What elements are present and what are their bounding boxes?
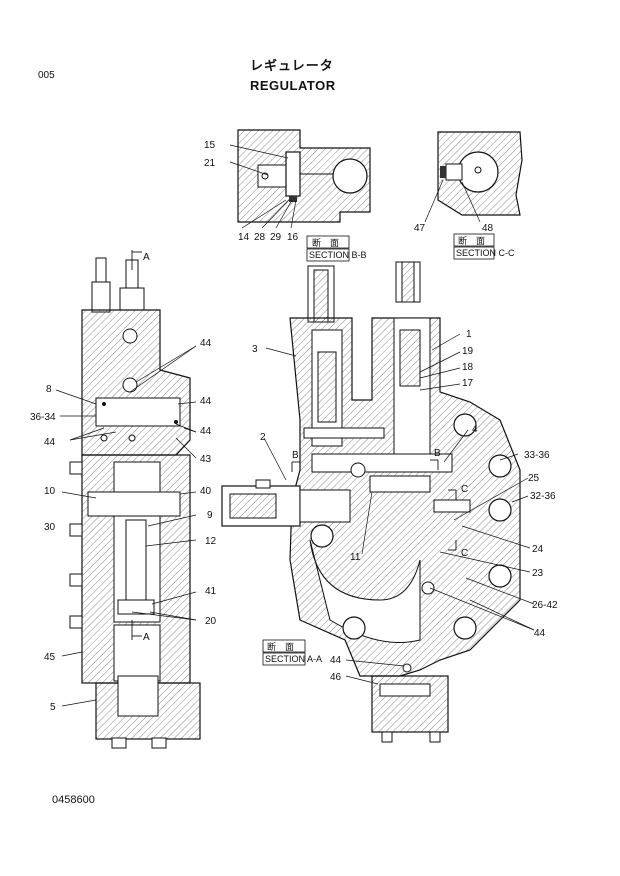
title-japanese: レギュレータ [250,58,334,73]
callout-14: 14 [238,232,250,243]
document-number: 0458600 [52,794,95,806]
callout-20: 20 [205,616,217,627]
section-bb-jp: 断 面 [312,237,339,248]
callout-44-b: 44 [200,396,212,407]
callout-21: 21 [204,158,216,169]
section-bb-leaders [229,144,297,229]
callout-10: 10 [44,486,56,497]
section-bb-view [237,129,371,223]
right-view [221,261,521,743]
callout-17: 17 [462,378,474,389]
right-view-leaders [263,333,535,685]
callout-9: 9 [207,510,213,521]
left-view-leaders [55,345,197,707]
cut-mark-b-right: B [434,448,441,459]
callout-44-c: 44 [44,437,56,448]
callout-1: 1 [466,329,472,340]
cut-line-a [131,250,142,640]
callout-30: 30 [44,522,56,533]
callout-23: 23 [532,568,544,579]
page-number: 005 [38,70,55,81]
section-cc-view [437,131,523,216]
callout-41: 41 [205,586,217,597]
section-cc-leaders [424,179,481,223]
callout-4: 4 [472,424,478,435]
callout-44-a: 44 [200,338,212,349]
section-cc-label: SECTION C-C [456,248,515,258]
callout-43: 43 [200,454,212,465]
callout-44-e: 44 [534,628,546,639]
callout-46: 46 [330,672,342,683]
cut-lines-bc [291,459,457,551]
callout-29: 29 [270,232,282,243]
cut-mark-c-top: C [461,484,468,495]
callout-26-42: 26-42 [532,600,558,611]
callout-11: 11 [350,552,361,563]
cut-mark-a-top: A [143,252,150,263]
callout-47: 47 [414,223,426,234]
section-label-aa: 断 面 SECTION A-A [262,639,322,666]
callout-18: 18 [462,362,474,373]
cut-mark-a-bottom: A [143,632,150,643]
callout-24: 24 [532,544,544,555]
section-label-bb: 断 面 SECTION B-B [306,235,367,262]
section-aa-jp: 断 面 [267,641,294,652]
callout-36-34: 36-34 [30,412,56,423]
callout-32-36: 32-36 [530,491,556,502]
callout-40: 40 [200,486,212,497]
section-aa-label: SECTION A-A [265,654,322,664]
left-view [69,257,201,749]
callout-44-f: 44 [330,655,342,666]
callout-15: 15 [204,140,216,151]
callout-8: 8 [46,384,52,395]
callout-28: 28 [254,232,266,243]
callout-12: 12 [205,536,217,547]
callout-3: 3 [252,344,258,355]
cut-mark-b-left: B [292,450,299,461]
callout-5: 5 [50,702,56,713]
callout-48: 48 [482,223,494,234]
section-bb-label: SECTION B-B [309,250,367,260]
callout-33-36: 33-36 [524,450,550,461]
title-english: REGULATOR [250,78,336,93]
callout-45: 45 [44,652,56,663]
section-label-cc: 断 面 SECTION C-C [453,233,515,260]
callout-2: 2 [260,432,266,443]
callout-44-d: 44 [200,426,212,437]
callout-19: 19 [462,346,474,357]
callout-16: 16 [287,232,299,243]
section-cc-jp: 断 面 [458,235,485,246]
cut-mark-c-bottom: C [461,548,468,559]
callout-25: 25 [528,473,540,484]
